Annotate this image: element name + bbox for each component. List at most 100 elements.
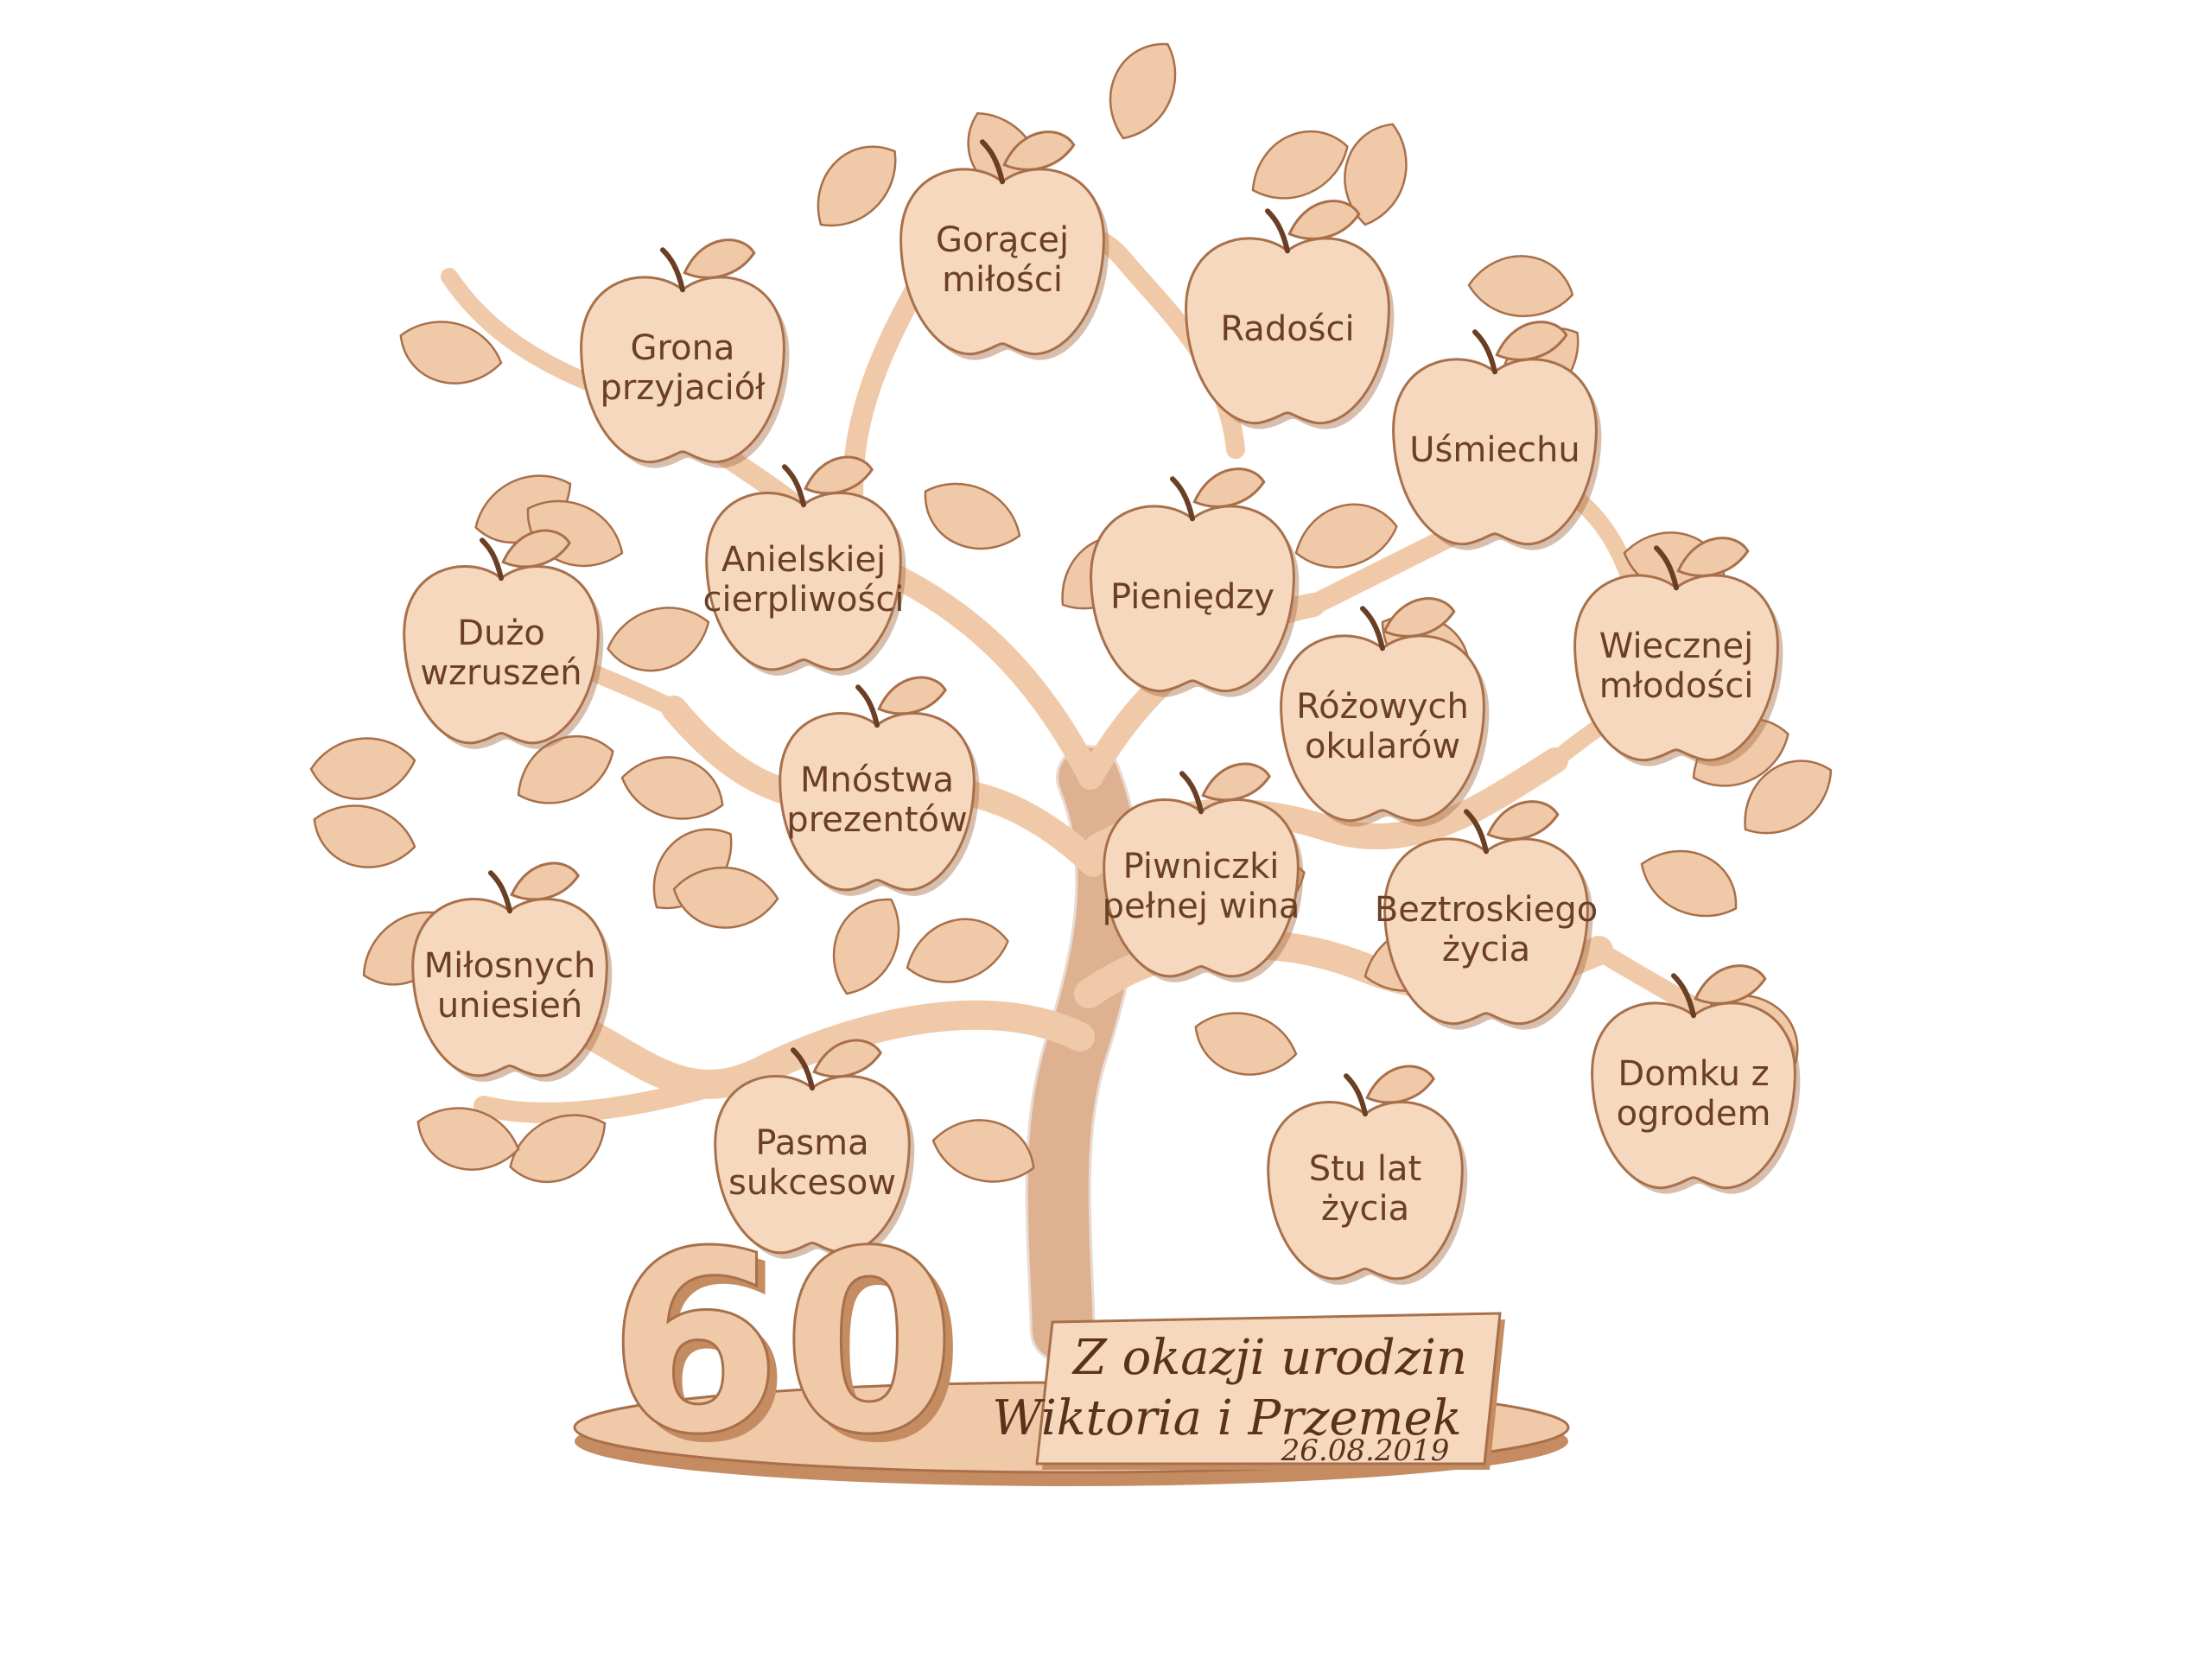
plaque-line-names: Wiktoria i Przemek <box>992 1390 1461 1446</box>
apple-wish-text: okularów <box>1305 727 1460 766</box>
apple-wish-text: Domku z <box>1618 1054 1769 1094</box>
apple-wish-text: prezentów <box>786 800 967 840</box>
apple-stem <box>1179 771 1204 815</box>
plaque-line-occasion: Z okazji urodzin <box>1071 1330 1467 1386</box>
apple-wish-text: Beztroskiego <box>1375 890 1598 930</box>
apple-wish-text: Anielskiej <box>721 540 886 580</box>
apple-wish-text: przyjaciół <box>600 368 766 408</box>
wish-apple: Uśmiechu <box>1392 321 1602 550</box>
apple-stem <box>791 1047 815 1091</box>
wish-apple: Radości <box>1185 200 1395 429</box>
apple-wish-text: sukcesow <box>728 1163 896 1203</box>
apple-stem <box>1170 476 1195 522</box>
apple-wish-text: uniesień <box>437 986 582 1026</box>
apple-body <box>1103 798 1300 978</box>
apple-body <box>899 168 1105 356</box>
apple-wish-text: Różowych <box>1296 687 1469 727</box>
apple-stem <box>1265 208 1290 254</box>
apple-wish-text: Piwniczki <box>1123 847 1280 887</box>
apple-stem <box>980 139 1005 185</box>
apple-stem <box>1671 973 1696 1019</box>
apple-body <box>1392 358 1598 546</box>
apple-wish-text: cierpliwości <box>703 580 905 620</box>
apple-body <box>714 1075 911 1255</box>
apple-wish-text: Grona <box>631 328 735 368</box>
apple-wish-text: życia <box>1321 1189 1409 1229</box>
apple-stem <box>1464 809 1489 855</box>
apple-wish-text: Pieniędzy <box>1110 577 1274 617</box>
apple-leaf <box>501 529 571 569</box>
apple-leaf <box>1382 597 1456 638</box>
apple-body <box>1591 1001 1796 1190</box>
apple-leaf <box>1486 800 1560 841</box>
number-60-label: 60 <box>607 1198 957 1490</box>
apple-stem <box>855 684 880 728</box>
engraved-plaque: Z okazji urodzin Wiktoria i Przemek 26.0… <box>992 1312 1505 1470</box>
apple-stem <box>1344 1073 1368 1117</box>
apple-wish-text: wzruszeń <box>420 653 582 693</box>
apple-wish-text: miłości <box>942 260 1063 300</box>
apple-wish-text: Uśmiechu <box>1409 430 1580 470</box>
apple-leaf <box>1002 130 1076 171</box>
apple-stem <box>1654 545 1679 591</box>
apple-body <box>411 898 608 1077</box>
apple-leaf <box>683 238 756 279</box>
apple-wish-text: Radości <box>1220 309 1354 349</box>
apple-wish-text: Mnóstwa <box>800 760 954 800</box>
apple-leaf <box>1676 537 1750 577</box>
apple-leaf <box>510 861 580 901</box>
apple-leaf <box>812 1039 882 1078</box>
apple-stem <box>660 247 685 293</box>
apple-wish-text: pełnej wina <box>1103 887 1300 926</box>
plaque-date: 26.08.2019 <box>1281 1433 1450 1468</box>
apple-wish-text: Miłosnych <box>424 946 596 986</box>
apple-leaf <box>1201 762 1271 802</box>
apple-body <box>1280 634 1485 823</box>
apple-leaf <box>1495 321 1568 361</box>
apple-body <box>1185 237 1390 425</box>
apple-body <box>1090 505 1295 693</box>
apple-stem <box>782 464 806 508</box>
apple-body <box>1383 837 1589 1026</box>
apple-body <box>1267 1101 1464 1281</box>
wish-apples: GorącejmiłościGronaprzyjaciółRadościUśmi… <box>403 130 1801 1285</box>
apple-wish-text: ogrodem <box>1617 1094 1771 1134</box>
apple-leaf <box>1287 200 1361 240</box>
number-60: 60 60 <box>607 1198 965 1499</box>
apple-wish-text: Pasma <box>755 1123 868 1163</box>
apple-leaf <box>1192 467 1266 508</box>
apple-wish-text: Stu lat <box>1309 1149 1421 1189</box>
apple-leaf <box>1694 964 1767 1005</box>
apple-body <box>403 565 600 745</box>
apple-stem <box>480 537 504 582</box>
apple-stem <box>488 870 512 914</box>
apple-body <box>580 276 785 464</box>
apple-stem <box>1472 329 1497 375</box>
wish-apple: Pieniędzy <box>1090 467 1300 697</box>
apple-wish-text: Dużo <box>457 613 545 653</box>
apple-body <box>1573 574 1779 762</box>
apple-wish-text: Gorącej <box>936 220 1069 260</box>
number-60-shadow: 60 <box>616 1207 965 1498</box>
apple-wish-text: młodości <box>1599 666 1754 706</box>
apple-leaf <box>804 455 874 495</box>
apple-body <box>705 492 902 671</box>
apple-body <box>779 712 976 892</box>
apple-wish-text: życia <box>1442 930 1530 969</box>
apple-wish-text: Wiecznej <box>1599 626 1753 666</box>
apple-leaf <box>877 676 947 715</box>
apple-stem <box>1360 606 1385 652</box>
